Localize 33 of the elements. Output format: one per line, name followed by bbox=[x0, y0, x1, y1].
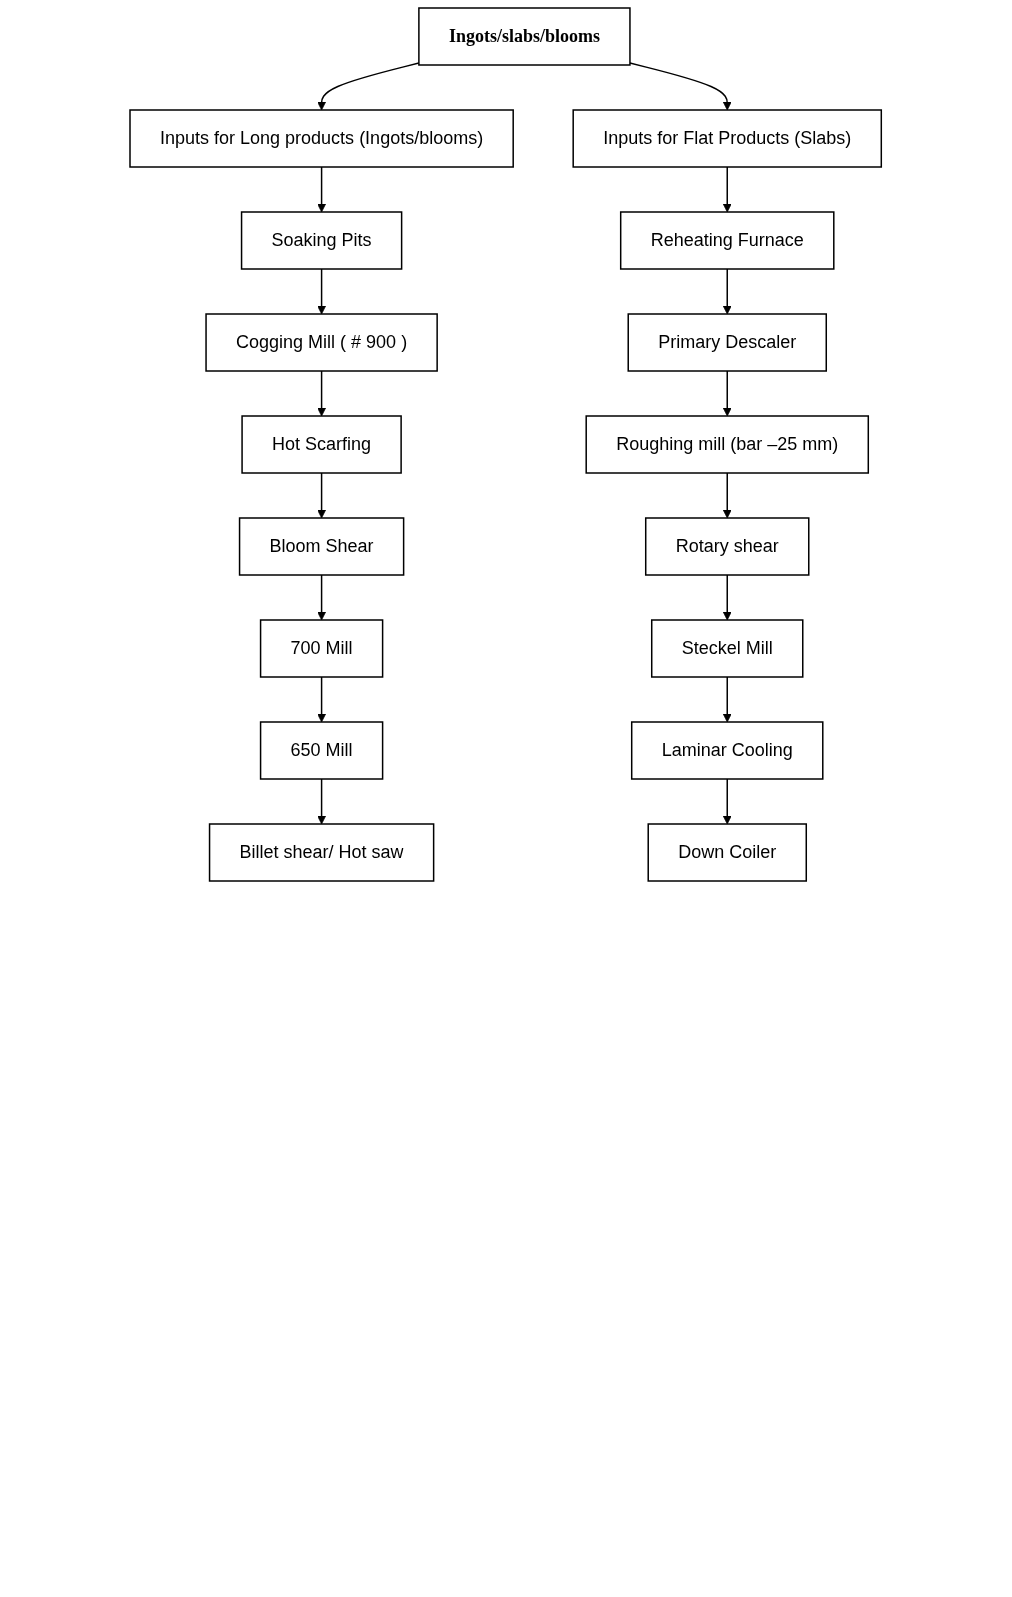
node-box: Down Coiler bbox=[647, 823, 808, 882]
node-box: Roughing mill (bar –25 mm) bbox=[585, 415, 870, 474]
arrow bbox=[317, 676, 327, 723]
node-box: 700 Mill bbox=[260, 619, 384, 678]
arrow bbox=[723, 676, 732, 723]
arrow bbox=[317, 370, 327, 417]
node-box: Inputs for Long products (Ingots/blooms) bbox=[129, 109, 515, 168]
arrow bbox=[723, 370, 732, 417]
arrow bbox=[723, 268, 732, 315]
arrow bbox=[629, 62, 732, 111]
arrow bbox=[723, 166, 732, 213]
arrow bbox=[317, 166, 327, 213]
node-box: Primary Descaler bbox=[627, 313, 828, 372]
arrow bbox=[317, 574, 327, 621]
node-box: Hot Scarfing bbox=[241, 415, 403, 474]
arrow bbox=[317, 778, 327, 825]
arrow bbox=[723, 778, 732, 825]
node-box: Rotary shear bbox=[645, 517, 810, 576]
node-box: 650 Mill bbox=[260, 721, 384, 780]
node-box: Cogging Mill ( # 900 ) bbox=[205, 313, 439, 372]
node-box: Reheating Furnace bbox=[620, 211, 835, 270]
arrow bbox=[317, 62, 420, 111]
arrow bbox=[317, 472, 327, 519]
arrow bbox=[723, 472, 732, 519]
node-box: Laminar Cooling bbox=[631, 721, 824, 780]
node-box: Soaking Pits bbox=[241, 211, 403, 270]
node-box: Steckel Mill bbox=[651, 619, 804, 678]
node-box: Ingots/slabs/blooms bbox=[418, 7, 632, 66]
arrow bbox=[723, 574, 732, 621]
node-box: Billet shear/ Hot saw bbox=[209, 823, 435, 882]
node-box: Bloom Shear bbox=[239, 517, 405, 576]
arrow bbox=[317, 268, 327, 315]
node-box: Inputs for Flat Products (Slabs) bbox=[572, 109, 883, 168]
